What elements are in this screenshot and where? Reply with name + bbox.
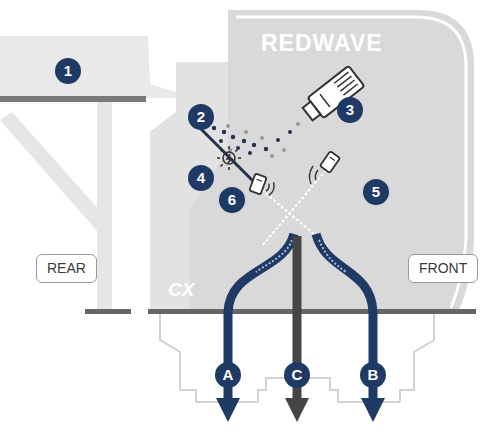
position-label: REAR [47, 260, 86, 276]
frame-leg [97, 100, 112, 310]
arrow-head [216, 398, 240, 422]
callout-number: 4 [188, 165, 214, 191]
position-box: FRONT [408, 254, 478, 283]
frame-strut [0, 112, 110, 232]
spray-dots [226, 122, 300, 158]
callout-number: 5 [363, 179, 389, 205]
machine-housing [150, 10, 474, 312]
light-icon [217, 146, 241, 170]
camera-icon [300, 66, 365, 125]
callout-number: A [215, 362, 241, 388]
model-watermark: CX [168, 279, 194, 301]
housing-side [150, 62, 228, 312]
callout-number: 6 [219, 187, 245, 213]
callout-number: B [360, 362, 386, 388]
callout-number: C [284, 362, 310, 388]
position-label: FRONT [419, 260, 467, 276]
position-box: REAR [36, 254, 97, 283]
arrow-head [285, 398, 309, 422]
brand-watermark: REDWAVE [261, 30, 383, 57]
feeder [0, 36, 176, 98]
callout-number: 2 [188, 104, 214, 130]
flow-trace [319, 240, 346, 272]
arrow-head [361, 398, 385, 422]
sensor-icon [320, 151, 340, 173]
callout-number: 1 [55, 58, 81, 84]
sensor-waves [309, 166, 318, 184]
flow-trace [256, 240, 292, 272]
feeder-shelf [0, 96, 146, 102]
callout-number: 3 [337, 97, 363, 123]
sensor-icon [249, 173, 276, 198]
floor-bar [85, 309, 131, 314]
floor-bar [148, 309, 476, 314]
